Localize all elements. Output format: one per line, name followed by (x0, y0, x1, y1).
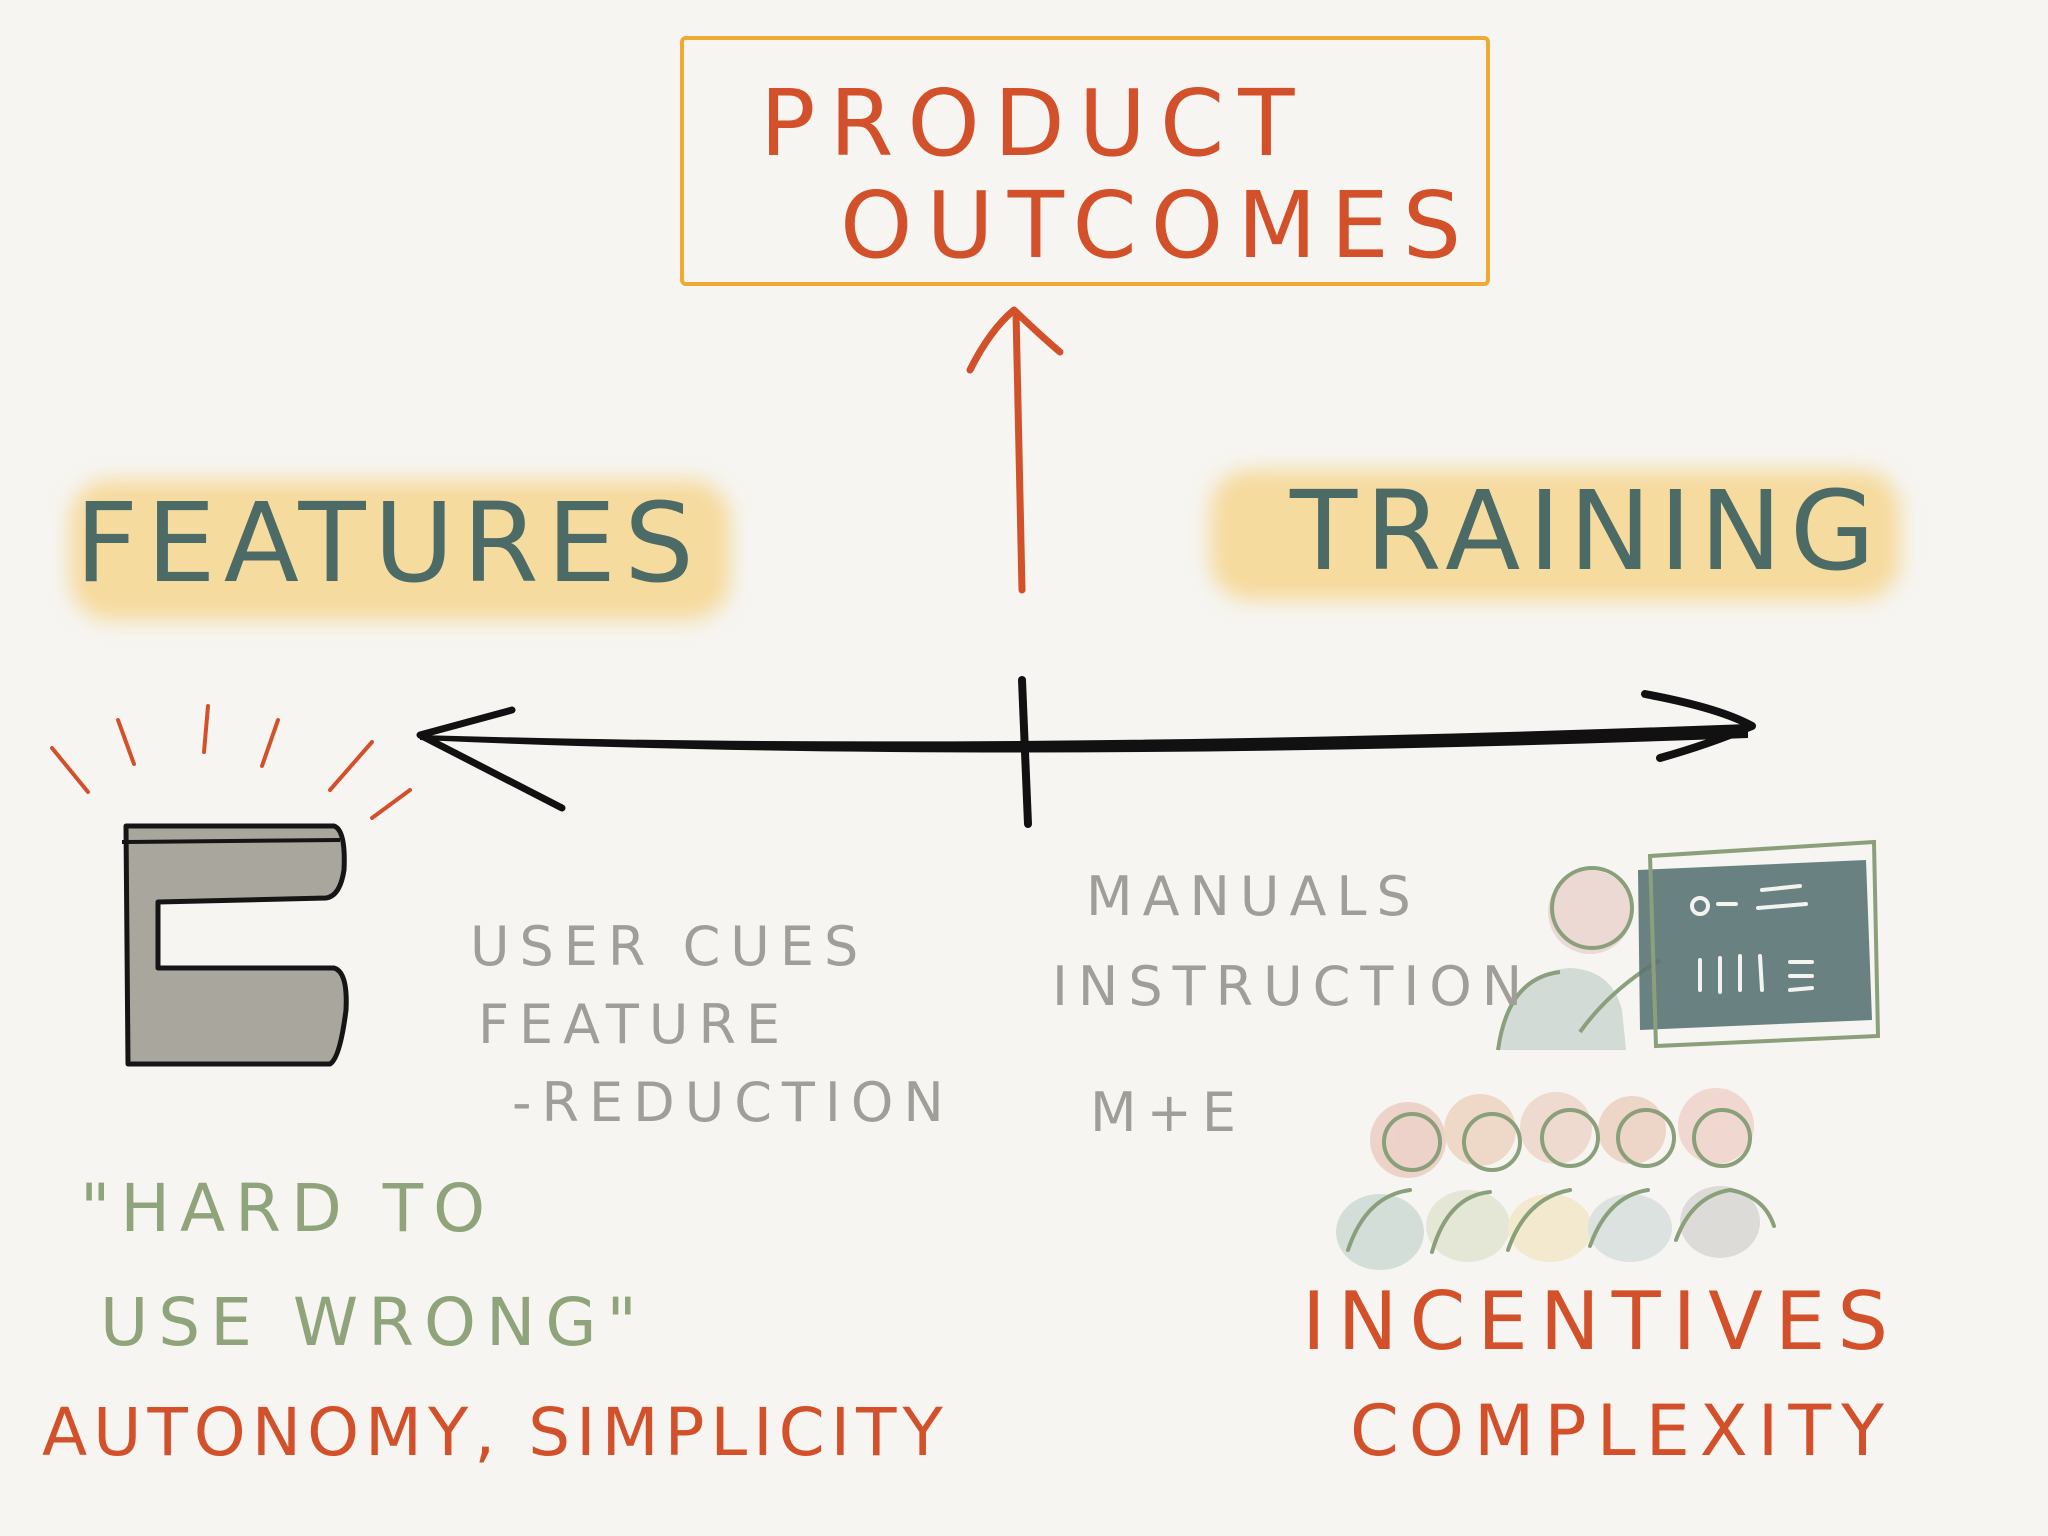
training-heading: TRAINING (1290, 467, 1884, 595)
outcomes-box (680, 36, 1490, 286)
glow-rays-icon (50, 704, 412, 820)
features-heading: FEATURES (75, 479, 702, 607)
group-icon (1336, 1088, 1776, 1270)
right-note-3: M+E (1090, 1081, 1246, 1144)
features-highlight (70, 480, 730, 620)
title-line-2: OUTCOMES (840, 172, 1476, 279)
upward-arrow (966, 306, 1064, 594)
left-note-3: -REDUCTION (512, 1071, 954, 1134)
training-highlight (1210, 470, 1900, 600)
quote-line-1: "HARD TO (80, 1170, 496, 1247)
right-note-2: INSTRUCTION (1052, 955, 1533, 1018)
title-line-1: PRODUCT (760, 70, 1309, 177)
chalkboard-icon (1638, 839, 1881, 1049)
right-outcome-2: COMPLEXITY (1350, 1390, 1894, 1472)
left-note-2: FEATURE (478, 993, 791, 1056)
right-note-1: MANUALS (1086, 865, 1421, 928)
right-outcome-1: INCENTIVES (1302, 1275, 1901, 1368)
quote-line-2: USE WRONG" (100, 1284, 647, 1361)
left-note-1: USER CUES (470, 915, 869, 978)
spectrum-arrow (416, 676, 1756, 828)
feature-icon (121, 823, 349, 1067)
left-outcome: AUTONOMY, SIMPLICITY (42, 1394, 949, 1471)
